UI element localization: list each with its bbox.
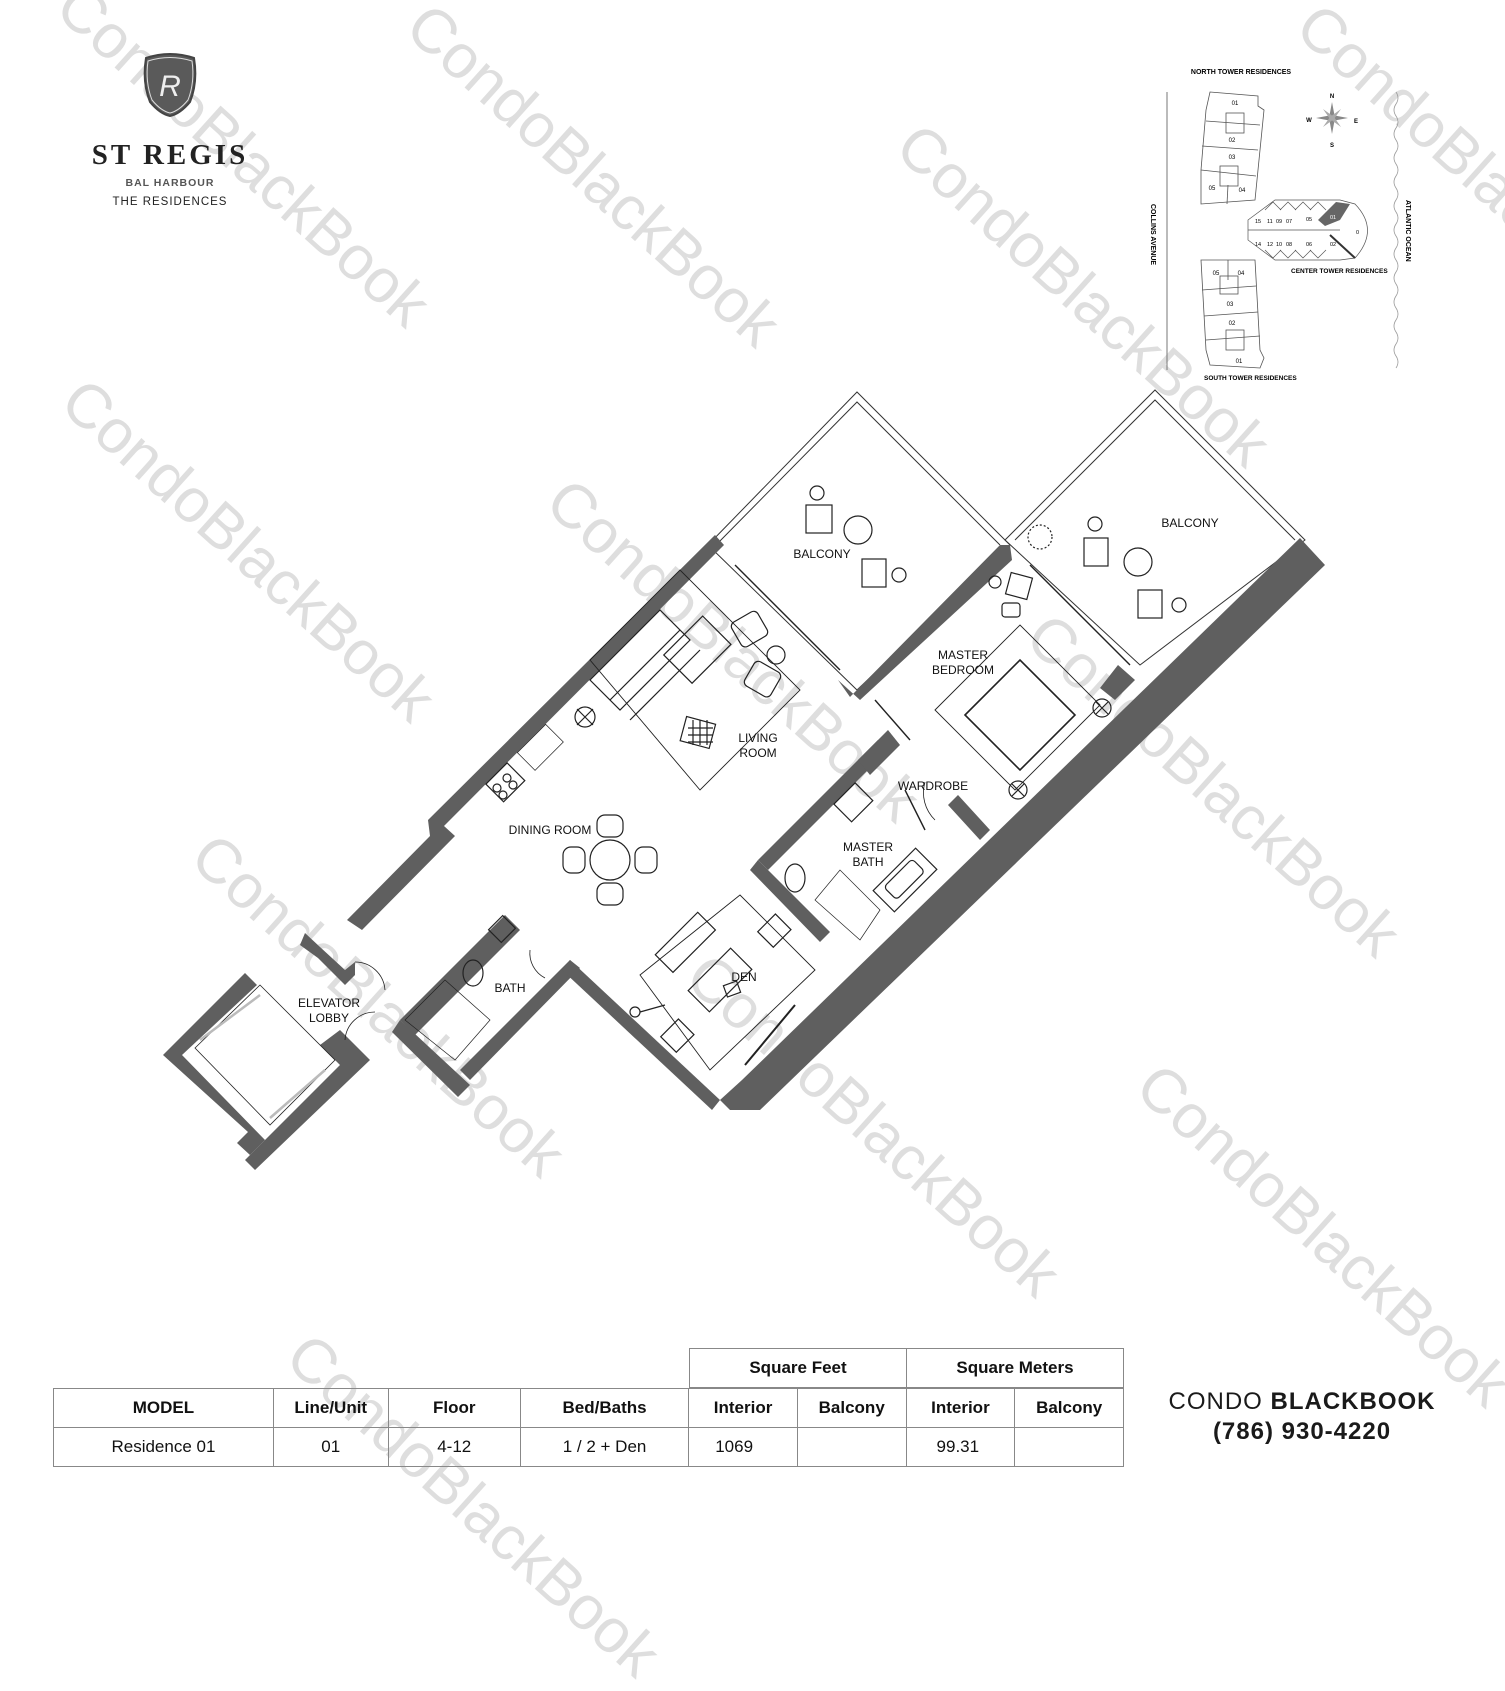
unit-label: 02 xyxy=(1330,242,1336,248)
header-sqm-balcony: Balcony xyxy=(1014,1388,1124,1428)
unit-label: 02 xyxy=(1229,138,1236,144)
header-model: MODEL xyxy=(53,1388,274,1428)
room-label-living-room: LIVING xyxy=(738,731,777,745)
furniture xyxy=(194,485,1187,1126)
svg-text:S: S xyxy=(1330,143,1334,149)
st-regis-logo: R ST REGIS BAL HARBOUR THE RESIDENCES xyxy=(60,52,280,208)
highlighted-unit xyxy=(1318,202,1350,226)
svg-text:E: E xyxy=(1354,119,1358,125)
unit-label: 05 xyxy=(1209,186,1216,192)
north-tower-label: NORTH TOWER RESIDENCES xyxy=(1191,69,1292,76)
room-label-master-bedroom: MASTER xyxy=(938,648,988,662)
unit-label: 10 xyxy=(1276,242,1282,248)
room-label-dining-room: DINING ROOM xyxy=(509,823,592,837)
room-label-elevator-lobby: ELEVATOR xyxy=(298,996,360,1010)
walls xyxy=(163,535,1325,1170)
south-tower xyxy=(1200,259,1265,369)
header-floor: Floor xyxy=(387,1388,521,1428)
balcony-left-outline xyxy=(707,391,1011,691)
cell-line-unit: 01 xyxy=(272,1427,389,1467)
svg-text:R: R xyxy=(159,70,181,103)
table-header-row: MODEL Line/Unit Floor Bed/Baths Interior… xyxy=(53,1388,1124,1428)
unit-label: 01 xyxy=(1330,215,1336,221)
unit-label: 03 xyxy=(1229,155,1236,161)
unit-label: 01 xyxy=(1236,359,1243,365)
table-row: Residence 01 01 4-12 1 / 2 + Den 1069 99… xyxy=(53,1427,1124,1467)
brand-light: CONDO xyxy=(1168,1388,1263,1415)
cell-sqm-balcony xyxy=(1014,1427,1124,1467)
ocean-label: ATLANTIC OCEAN xyxy=(1404,200,1411,262)
unit-label: 04 xyxy=(1239,188,1246,194)
st-regis-crest-icon: R xyxy=(143,53,197,118)
room-label-den: DEN xyxy=(731,970,756,984)
cell-model: Residence 01 xyxy=(53,1427,274,1467)
unit-label: 01 xyxy=(1232,101,1239,107)
room-label-master-bath: MASTER xyxy=(843,840,893,854)
center-tower-label: CENTER TOWER RESIDENCES xyxy=(1291,268,1388,275)
balcony-right-outline xyxy=(1004,389,1306,666)
room-label-elevator-lobby: LOBBY xyxy=(309,1011,349,1025)
unit-label: 05 xyxy=(1213,271,1220,277)
unit-spec-table: MODEL Line/Unit Floor Bed/Baths Interior… xyxy=(53,1388,1124,1467)
unit-label: 05 xyxy=(1306,217,1312,223)
room-label-living-room: ROOM xyxy=(739,746,776,760)
header-sqft-interior: Interior xyxy=(688,1388,798,1428)
unit-label: 04 xyxy=(1238,271,1245,277)
square-feet-header: Square Feet xyxy=(689,1348,907,1388)
condo-blackbook-contact: CONDO BLACKBOOK (786) 930-4220 xyxy=(1152,1388,1452,1446)
room-label-master-bath: BATH xyxy=(852,855,883,869)
unit-label: 09 xyxy=(1276,219,1282,225)
cell-sqm-interior: 99.31 xyxy=(905,1427,1016,1467)
residences-subtitle: THE RESIDENCES xyxy=(112,196,228,208)
room-label-balcony-right: BALCONY xyxy=(1161,516,1218,530)
street-label: COLLINS AVENUE xyxy=(1149,204,1156,265)
room-label-master-bedroom: BEDROOM xyxy=(932,663,994,677)
cell-bed-baths: 1 / 2 + Den xyxy=(519,1427,690,1467)
unit-label: 14 xyxy=(1255,242,1261,248)
watermark: CondoBlackBook xyxy=(273,1320,673,1691)
contact-brand: CONDO BLACKBOOK xyxy=(1152,1388,1452,1416)
cell-sqft-balcony xyxy=(796,1427,907,1467)
cell-sqft-interior: 1069 xyxy=(688,1427,798,1467)
unit-label: 11 xyxy=(1267,219,1273,225)
south-tower-label: SOUTH TOWER RESIDENCES xyxy=(1204,375,1297,382)
square-meters-header: Square Meters xyxy=(906,1348,1124,1388)
north-tower xyxy=(1200,91,1265,205)
brand-name: ST REGIS xyxy=(91,139,249,171)
area-group-header: Square Feet Square Meters xyxy=(689,1348,1124,1388)
location-name: BAL HARBOUR xyxy=(125,177,215,189)
compass-icon: N S W E xyxy=(1306,94,1358,149)
contact-phone[interactable]: (786) 930-4220 xyxy=(1212,1418,1392,1445)
header-line-unit: Line/Unit xyxy=(272,1388,389,1428)
svg-text:W: W xyxy=(1306,118,1312,124)
cell-floor: 4-12 xyxy=(387,1427,521,1467)
unit-label: 0 xyxy=(1356,230,1359,236)
site-key-plan: NORTH TOWER RESIDENCES COLLINS AVENUE AT… xyxy=(1149,69,1411,382)
brand-bold: BLACKBOOK xyxy=(1270,1388,1436,1415)
room-label-bath: BATH xyxy=(494,981,525,995)
floor-plan: BALCONY BALCONY MASTER BEDROOM LIVING RO… xyxy=(163,389,1325,1170)
room-label-balcony-left: BALCONY xyxy=(793,547,850,561)
unit-label: 02 xyxy=(1229,321,1236,327)
room-label-wardrobe: WARDROBE xyxy=(898,779,968,793)
unit-label: 03 xyxy=(1227,302,1234,308)
header-sqm-interior: Interior xyxy=(905,1388,1016,1428)
svg-text:N: N xyxy=(1330,94,1334,100)
unit-label: 12 xyxy=(1267,242,1273,248)
unit-label: 08 xyxy=(1286,242,1292,248)
center-tower xyxy=(1247,199,1368,261)
unit-label: 06 xyxy=(1306,242,1312,248)
header-bed-baths: Bed/Baths xyxy=(519,1388,690,1428)
unit-label: 07 xyxy=(1286,219,1292,225)
unit-label: 15 xyxy=(1255,219,1261,225)
header-sqft-balcony: Balcony xyxy=(796,1388,907,1428)
